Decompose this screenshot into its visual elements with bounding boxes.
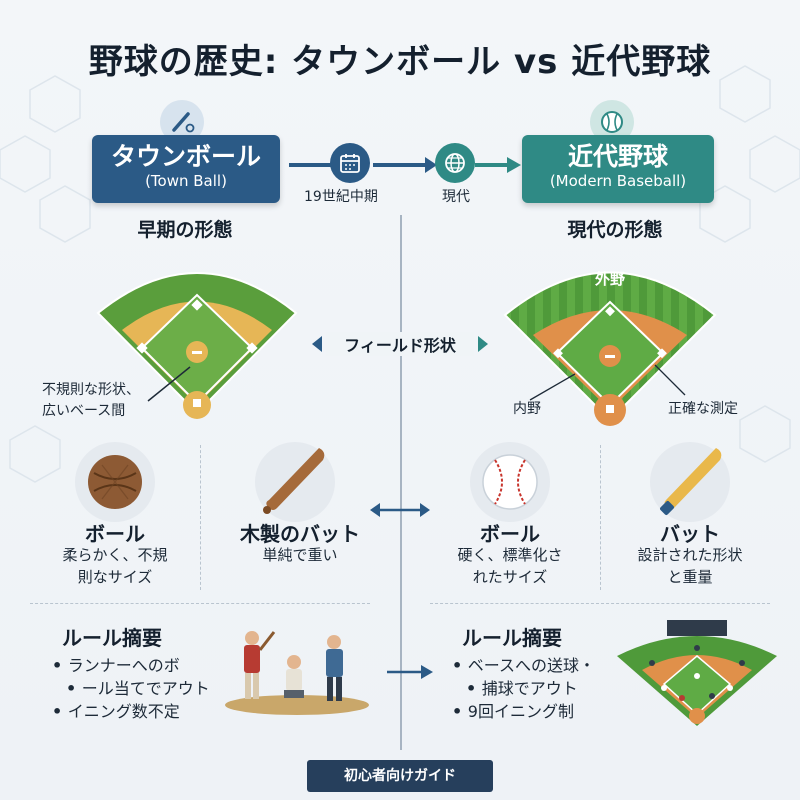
page-title: 野球の歴史: タウンボール vs 近代野球 [88, 42, 712, 82]
town-field-pointer-line [147, 366, 191, 402]
equipment-compare-arrow [370, 503, 430, 517]
beginner-guide-tag: 初心者向けガイド [307, 760, 493, 792]
town-ball-ball-desc-line-2: 則なサイズ [77, 567, 153, 586]
town-ball-rules-list: ランナーへのボ ール当てでアウト イニング数不定 [52, 654, 210, 724]
town-ball-rule-1-cont-text: ール当てでアウト [81, 679, 210, 699]
modern-rules-title: ルール摘要 [462, 626, 562, 650]
timeline-era-2: 現代 [442, 189, 470, 205]
modern-bat-title: バット [660, 522, 720, 546]
town-ball-ball-title: ボール [85, 522, 145, 546]
timeline-era-1: 19世紀中期 [304, 189, 378, 205]
modern-baseball-name: 近代野球 [567, 142, 668, 171]
modern-ball-desc-line-2: れたサイズ [472, 567, 548, 586]
modern-ball-title: ボール [480, 522, 540, 546]
left-equipment-divider [200, 445, 201, 590]
globe-icon-badge [435, 143, 475, 183]
modern-rule-1-cont-text: 捕球でアウト [481, 679, 578, 699]
left-rules-separator [30, 603, 370, 604]
modern-form-heading: 現代の形態 [567, 219, 663, 241]
field-shape-label: フィールド形状 [326, 332, 474, 356]
modern-baseball-header-box: 近代野球 (Modern Baseball) [522, 135, 714, 203]
calendar-icon-badge [330, 143, 370, 183]
town-field-note: 不規則な形状、 広いベース間 [42, 380, 140, 422]
town-ball-rule-2: イニング数不定 [52, 700, 210, 723]
modern-rule-1-cont: 捕球でアウト [452, 677, 595, 700]
town-ball-ball-badge [75, 442, 155, 522]
town-field-note-line-2: 広いベース間 [42, 403, 126, 419]
baseball-bat-icon [172, 112, 195, 133]
town-field-note-line-1: 不規則な形状、 [42, 382, 140, 398]
modern-rules-list: ベースへの送球・ 捕球でアウト 9回イニング制 [452, 654, 595, 724]
modern-stadium-illustration [617, 620, 777, 726]
town-ball-bat-desc: 単純で重い [262, 546, 338, 564]
outfield-label: 外野 [594, 270, 625, 288]
calendar-icon [340, 154, 360, 173]
timeline-arrows [289, 157, 521, 173]
leather-ball-icon [88, 455, 142, 509]
modern-bat-desc: 設計された形状 と重量 [615, 545, 765, 589]
rules-compare-arrow [387, 665, 433, 679]
town-ball-ball-desc: 柔らかく、不規 則なサイズ [40, 545, 190, 589]
modern-baseball-name-en: (Modern Baseball) [549, 172, 687, 190]
baseball-icon [601, 111, 623, 133]
town-ball-field [96, 272, 298, 419]
town-ball-name-en: (Town Ball) [145, 172, 227, 190]
modern-ball-desc-line-1: 硬く、標準化さ [457, 546, 563, 564]
town-ball-rules-title: ルール摘要 [62, 626, 162, 650]
town-ball-bat-badge [255, 442, 335, 522]
modern-rule-1: ベースへの送球・ [452, 654, 595, 677]
baseball-icon [482, 454, 538, 510]
town-ball-bat-title: 木製のバット [240, 522, 360, 546]
right-rules-separator [430, 603, 770, 604]
modern-ball-badge [470, 442, 550, 522]
town-ball-players-illustration [225, 631, 369, 715]
infield-label: 内野 [513, 401, 541, 417]
town-ball-rule-1: ランナーへのボ [52, 654, 210, 677]
baseball-bat-icon [660, 448, 722, 515]
precise-measurement-label: 正確な測定 [668, 401, 738, 417]
modern-rule-2: 9回イニング制 [452, 700, 595, 723]
town-ball-rule-1-cont: ール当てでアウト [52, 677, 210, 700]
modern-bat-badge [650, 442, 730, 522]
right-equipment-divider [600, 445, 601, 590]
town-ball-name: タウンボール [110, 142, 261, 171]
modern-field [503, 271, 717, 426]
modern-bat-desc-line-2: と重量 [667, 567, 713, 586]
town-ball-header-box: タウンボール (Town Ball) [92, 135, 280, 203]
globe-icon [445, 153, 465, 173]
modern-bat-desc-line-1: 設計された形状 [637, 546, 743, 564]
modern-ball-desc: 硬く、標準化さ れたサイズ [435, 545, 585, 589]
wooden-bat-icon [263, 448, 325, 514]
early-form-heading: 早期の形態 [137, 219, 233, 241]
town-ball-ball-desc-line-1: 柔らかく、不規 [62, 546, 168, 564]
center-divider [400, 215, 402, 750]
field-shape-arrows [312, 336, 488, 352]
